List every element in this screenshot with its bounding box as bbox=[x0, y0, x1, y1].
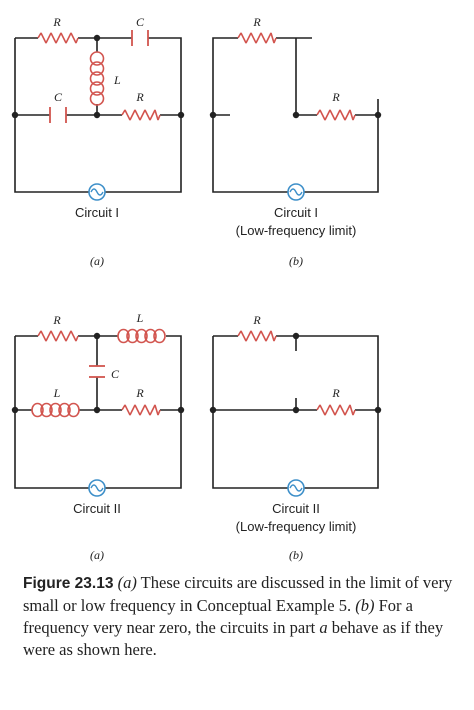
caption-part-ref: a bbox=[319, 618, 328, 637]
ac-source-icon bbox=[88, 183, 106, 201]
inductor-label: L bbox=[136, 311, 144, 325]
junction-dot bbox=[11, 111, 19, 119]
inductor-label: L bbox=[113, 73, 121, 87]
resistor-label: R bbox=[331, 386, 340, 400]
circuit-ii-diagram: R L C L R Circuit II bbox=[11, 311, 185, 516]
circuit-i-diagram: R C L C R Circuit I bbox=[11, 15, 185, 220]
resistor-label: R bbox=[252, 15, 261, 29]
capacitor-label: C bbox=[136, 15, 145, 29]
circuit-name: Circuit I bbox=[274, 205, 318, 220]
resistor-symbol bbox=[121, 404, 161, 416]
resistor-symbol bbox=[37, 330, 79, 342]
inductor-symbol bbox=[117, 328, 166, 344]
limit-note: (Low-frequency limit) bbox=[236, 223, 357, 238]
caption-text: For a frequency very near zero, the circ… bbox=[23, 596, 413, 637]
junction-dot bbox=[209, 406, 217, 414]
resistor-label: R bbox=[252, 313, 261, 327]
circuit-ii-limit-diagram: R R Circuit II (Low-frequency limit) bbox=[209, 313, 382, 534]
resistor-label: R bbox=[52, 15, 61, 29]
junction-dot bbox=[177, 406, 185, 414]
capacitor-symbol bbox=[131, 30, 149, 46]
resistor-symbol bbox=[237, 32, 277, 44]
resistor-label: R bbox=[135, 90, 144, 104]
circuit-name: Circuit II bbox=[73, 501, 121, 516]
resistor-label: R bbox=[331, 90, 340, 104]
junction-dot bbox=[93, 406, 101, 414]
resistor-label: R bbox=[135, 386, 144, 400]
part-label: (a) bbox=[90, 548, 104, 562]
inductor-symbol bbox=[31, 402, 80, 418]
resistor-label: R bbox=[52, 313, 61, 327]
part-label: (b) bbox=[289, 548, 303, 562]
ac-source-icon bbox=[287, 183, 305, 201]
junction-dot bbox=[292, 406, 300, 414]
caption-text: These circuits are discussed in the limi… bbox=[23, 573, 453, 615]
junction-dot bbox=[11, 406, 19, 414]
inductor-symbol bbox=[89, 51, 105, 106]
resistor-symbol bbox=[37, 32, 79, 44]
caption-part-ref: (b) bbox=[355, 596, 375, 615]
junction-dot bbox=[93, 111, 101, 119]
resistor-symbol bbox=[121, 109, 161, 121]
part-label: (b) bbox=[289, 254, 303, 268]
ac-source-icon bbox=[88, 479, 106, 497]
capacitor-symbol bbox=[49, 107, 67, 123]
junction-dot bbox=[93, 332, 101, 340]
inductor-label: L bbox=[53, 386, 61, 400]
circuit-i-wires bbox=[14, 37, 182, 193]
figure-number: Figure 23.13 bbox=[23, 575, 114, 592]
part-label: (a) bbox=[90, 254, 104, 268]
junction-dot bbox=[93, 34, 101, 42]
circuit-name: Circuit I bbox=[75, 205, 119, 220]
junction-dot bbox=[374, 111, 382, 119]
resistor-symbol bbox=[316, 109, 356, 121]
junction-dot bbox=[209, 111, 217, 119]
ac-source-icon bbox=[287, 479, 305, 497]
resistor-symbol bbox=[237, 330, 277, 342]
junction-dot bbox=[374, 406, 382, 414]
resistor-symbol bbox=[316, 404, 356, 416]
circuit-name: Circuit II bbox=[272, 501, 320, 516]
figure-caption: Figure 23.13 (a) These circuits are disc… bbox=[23, 572, 463, 661]
capacitor-label: C bbox=[111, 367, 120, 381]
limit-note: (Low-frequency limit) bbox=[236, 519, 357, 534]
caption-part-ref: (a) bbox=[117, 573, 137, 592]
junction-dot bbox=[292, 111, 300, 119]
caption-text: behave as if they were as shown here. bbox=[23, 618, 444, 659]
circuit-i-limit-diagram: R R Circuit I (Low-frequency limit) bbox=[209, 15, 382, 238]
capacitor-symbol bbox=[89, 365, 105, 378]
capacitor-label: C bbox=[54, 90, 63, 104]
junction-dot bbox=[292, 332, 300, 340]
junction-dot bbox=[177, 111, 185, 119]
